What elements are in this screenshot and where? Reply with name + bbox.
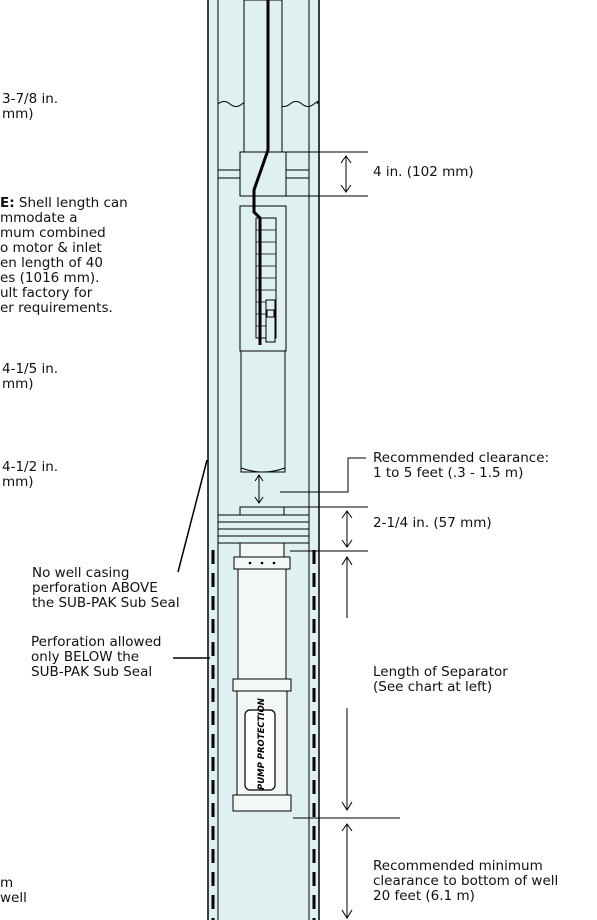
bottom-clearance-dimension: Recommended minimum clearance to bottom … <box>373 858 559 904</box>
separator-mid-band <box>232 678 292 692</box>
perforation-allowed-note: Perforation allowed only BELOW the SUB-P… <box>31 634 162 680</box>
separator-rivets <box>248 561 276 565</box>
separator-upper-shell <box>237 568 287 680</box>
seal-plate-4 <box>217 535 310 544</box>
clearance-arrow-head-down <box>254 496 264 504</box>
leader-no-perforation <box>177 459 208 573</box>
dim-note-b: 4-1/5 in. mm) <box>2 361 59 392</box>
bottom-fragment: m well <box>0 875 27 906</box>
separator-label: PUMP PROTECTION <box>257 698 267 790</box>
dim-bottom-clearance <box>341 823 353 919</box>
separator-label-panel <box>244 709 276 791</box>
separator-neck <box>239 542 285 558</box>
shell-length-note: E: Shell length can mmodate a mum combin… <box>0 196 128 316</box>
clearance-leader <box>280 457 366 493</box>
motor-bottom <box>240 467 286 473</box>
note-text: Shell length can mmodate a mum combined … <box>0 195 128 316</box>
top-cap-dimension: 4 in. (102 mm) <box>373 164 474 180</box>
pump-inlet-screen <box>265 299 276 343</box>
pump-inlet-square <box>266 309 275 318</box>
power-cable <box>252 0 270 345</box>
pipe-coupling <box>239 151 287 197</box>
note-prefix: E: <box>0 195 15 211</box>
seal-plate-3 <box>217 528 310 537</box>
seal-plate-2 <box>217 521 310 530</box>
seal-dimension: 2-1/4 in. (57 mm) <box>373 515 492 531</box>
dim-separator <box>293 556 400 819</box>
dim-note-a: 3-7/8 in. mm) <box>2 91 59 122</box>
seal-cap <box>239 506 285 516</box>
dim-top-cap <box>283 151 368 197</box>
dim-note-c: 4-1/2 in. mm) <box>2 459 59 490</box>
seal-plate-1 <box>217 514 310 523</box>
separator-bottom-band <box>232 794 292 812</box>
dim-seal <box>284 506 368 552</box>
drop-pipe <box>243 0 283 153</box>
clearance-dimension: Recommended clearance: 1 to 5 feet (.3 -… <box>373 450 550 481</box>
clearance-arrow-head-up <box>254 474 264 482</box>
pump-motor <box>240 350 286 473</box>
separator-dimension: Length of Separator (See chart at left) <box>373 664 508 695</box>
no-perforation-note: No well casing perforation ABOVE the SUB… <box>32 565 180 611</box>
